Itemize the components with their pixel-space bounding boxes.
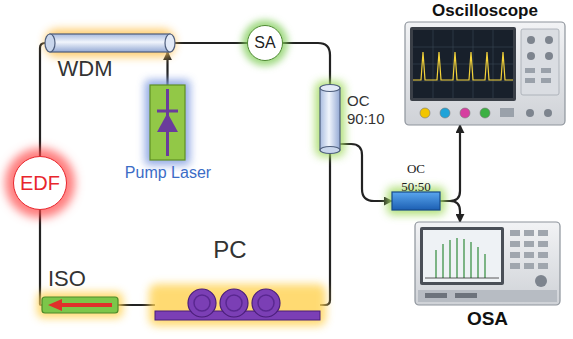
label-box: Oscilloscope bbox=[415, 1, 555, 21]
fiber-connector bbox=[170, 42, 247, 44]
label-box: WDM bbox=[40, 56, 130, 81]
output-coupler-node: OC 50:50 bbox=[392, 192, 440, 210]
pump-laser-symbol bbox=[145, 80, 190, 165]
saturable-absorber-circle: SA bbox=[247, 25, 283, 61]
polarization-controller-node: PC bbox=[155, 288, 320, 322]
instrument-label: Oscilloscope bbox=[432, 1, 538, 20]
component-label: WDM bbox=[58, 56, 113, 81]
label-box: OSA bbox=[440, 308, 535, 330]
isolator-node: ISO bbox=[42, 297, 118, 313]
osa-node: OSA bbox=[415, 222, 560, 305]
label-box: OC 90:10 bbox=[347, 92, 397, 129]
isolator-symbol bbox=[37, 292, 123, 318]
oscilloscope-node: Oscilloscope bbox=[405, 22, 565, 125]
coupler-ratio-label: OC 50:50 bbox=[401, 161, 431, 194]
component-label: PC bbox=[213, 236, 246, 263]
label-box: Pump Laser bbox=[108, 164, 228, 182]
component-label: EDF bbox=[20, 172, 60, 194]
coupler-ratio-label: OC 90:10 bbox=[347, 92, 385, 127]
component-label: ISO bbox=[48, 266, 86, 291]
output-coupler-node: OC 90:10 bbox=[320, 86, 340, 152]
label-box: PC bbox=[195, 236, 265, 264]
component-label: SA bbox=[254, 34, 275, 52]
fiber-connector bbox=[320, 152, 330, 305]
polarization-controller bbox=[149, 284, 326, 326]
edf-circle: EDF bbox=[13, 156, 67, 210]
wdm-node: WDM bbox=[50, 34, 170, 52]
fiber-connector bbox=[40, 43, 50, 156]
wdm-coupler bbox=[45, 29, 175, 57]
oscilloscope-illustration bbox=[405, 22, 565, 125]
optical-spectrum-analyzer-illustration bbox=[415, 222, 560, 305]
instrument-label: OSA bbox=[467, 308, 508, 329]
fiber-connector bbox=[40, 210, 42, 305]
pump-laser-node: Pump Laser bbox=[150, 85, 185, 160]
component-label: Pump Laser bbox=[125, 164, 211, 181]
label-box: ISO bbox=[48, 266, 108, 291]
fiber-arrow bbox=[340, 144, 392, 201]
label-box: OC 50:50 bbox=[396, 159, 436, 196]
output-coupler-90-10 bbox=[315, 81, 345, 157]
fiber-connector bbox=[283, 43, 330, 86]
